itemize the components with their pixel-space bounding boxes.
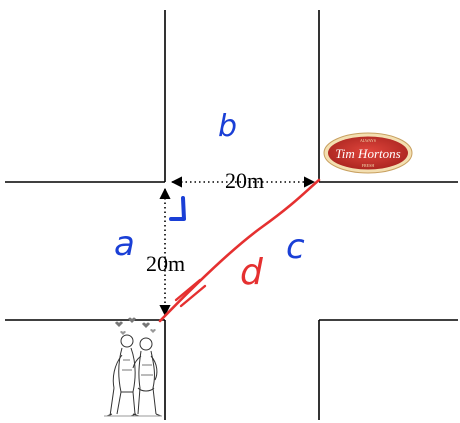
road-edges bbox=[5, 10, 458, 420]
side-label-c: c bbox=[286, 227, 305, 267]
horizontal-distance-label: 20m bbox=[225, 168, 264, 193]
logo-brand-text: Tim Hortons bbox=[335, 146, 400, 161]
route-tick-mark bbox=[174, 278, 207, 308]
logo-bottom-text: FRESH bbox=[362, 163, 375, 168]
logo-top-text: ALWAYS bbox=[360, 138, 376, 143]
vertical-distance-label: 20m bbox=[146, 251, 185, 276]
measurement-arrows bbox=[159, 176, 316, 317]
right-angle-mark bbox=[169, 196, 186, 221]
side-label-a: a bbox=[114, 224, 135, 264]
elderly-couple-illustration bbox=[104, 317, 162, 417]
side-label-b: b bbox=[218, 109, 237, 144]
diagonal-route-line bbox=[158, 178, 321, 323]
tim-hortons-logo: ALWAYS Tim Hortons FRESH bbox=[323, 132, 413, 174]
side-label-d: d bbox=[240, 252, 264, 293]
